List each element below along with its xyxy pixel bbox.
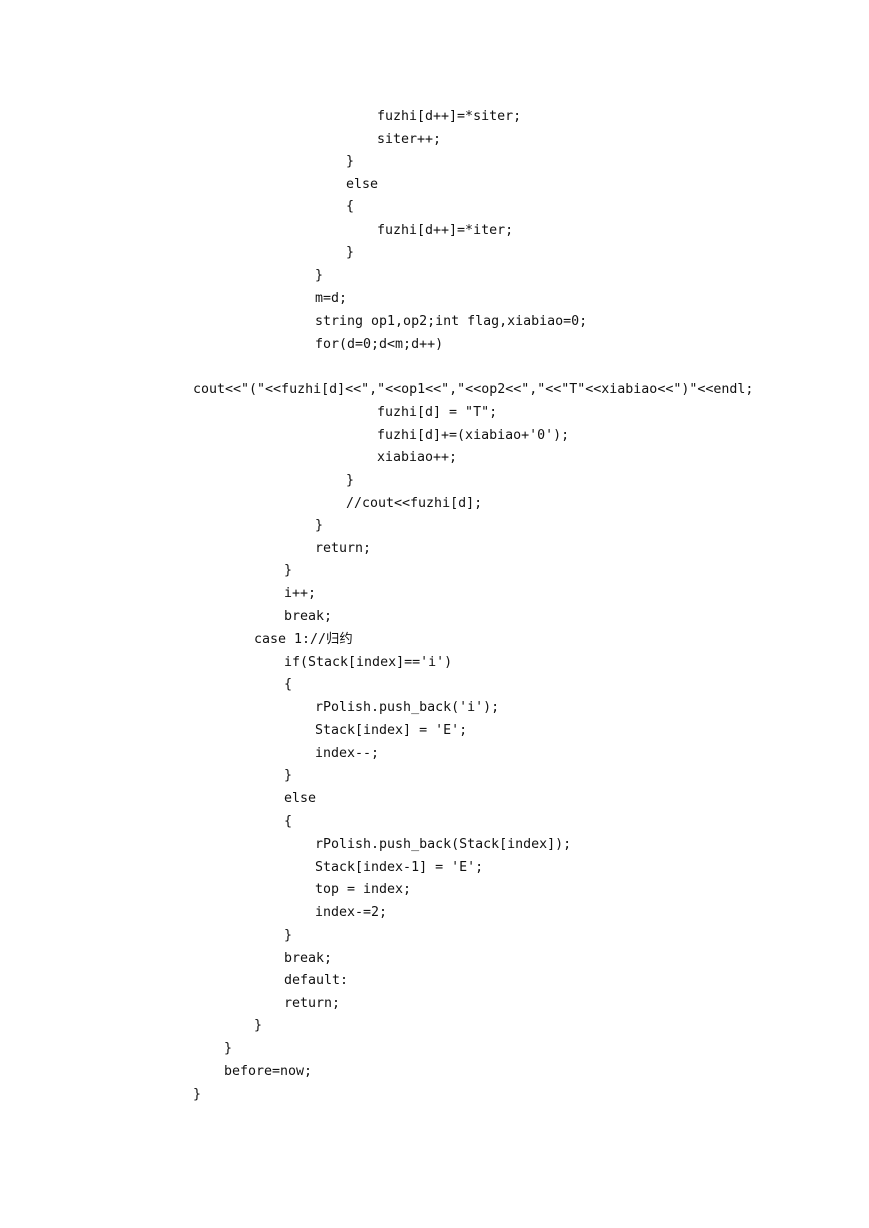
code-line: else	[346, 177, 379, 192]
code-line: default:	[284, 973, 349, 988]
code-line: break;	[284, 951, 333, 966]
code-line: }	[193, 1087, 202, 1102]
code-line: }	[224, 1041, 233, 1056]
code-line: }	[284, 768, 293, 783]
code-line: {	[284, 677, 293, 692]
code-line: fuzhi[d]+=(xiabiao+'0');	[377, 428, 570, 443]
code-line: Stack[index-1] = 'E';	[315, 860, 484, 875]
code-line: break;	[284, 609, 333, 624]
code-line: }	[284, 563, 293, 578]
code-line: rPolish.push_back('i');	[315, 700, 500, 715]
code-line: rPolish.push_back(Stack[index]);	[315, 837, 572, 852]
code-line: return;	[315, 541, 372, 556]
code-line: for(d=0;d<m;d++)	[315, 337, 444, 352]
code-line: {	[284, 814, 293, 829]
code-line: xiabiao++;	[377, 450, 458, 465]
code-line: }	[346, 245, 355, 260]
code-line: }	[315, 268, 324, 283]
code-line: index--;	[315, 746, 380, 761]
code-line: cout<<"("<<fuzhi[d]<<","<<op1<<","<<op2<…	[193, 382, 754, 397]
code-line: m=d;	[315, 291, 348, 306]
code-line: fuzhi[d++]=*iter;	[377, 223, 514, 238]
code-line: siter++;	[377, 132, 442, 147]
code-line: Stack[index] = 'E';	[315, 723, 468, 738]
code-line: }	[315, 518, 324, 533]
code-line: }	[346, 154, 355, 169]
code-line: if(Stack[index]=='i')	[284, 655, 453, 670]
code-line: case 1://归约	[254, 632, 353, 647]
code-line: else	[284, 791, 317, 806]
code-line: fuzhi[d] = "T";	[377, 405, 498, 420]
code-line: i++;	[284, 586, 317, 601]
code-line: string op1,op2;int flag,xiabiao=0;	[315, 314, 588, 329]
code-line: }	[254, 1018, 263, 1033]
code-line: {	[346, 199, 355, 214]
code-line: before=now;	[224, 1064, 313, 1079]
code-line: }	[284, 928, 293, 943]
code-line: }	[346, 473, 355, 488]
code-line: fuzhi[d++]=*siter;	[377, 109, 522, 124]
code-line: return;	[284, 996, 341, 1011]
code-line: //cout<<fuzhi[d];	[346, 496, 483, 511]
code-line: index-=2;	[315, 905, 388, 920]
code-line: top = index;	[315, 882, 412, 897]
